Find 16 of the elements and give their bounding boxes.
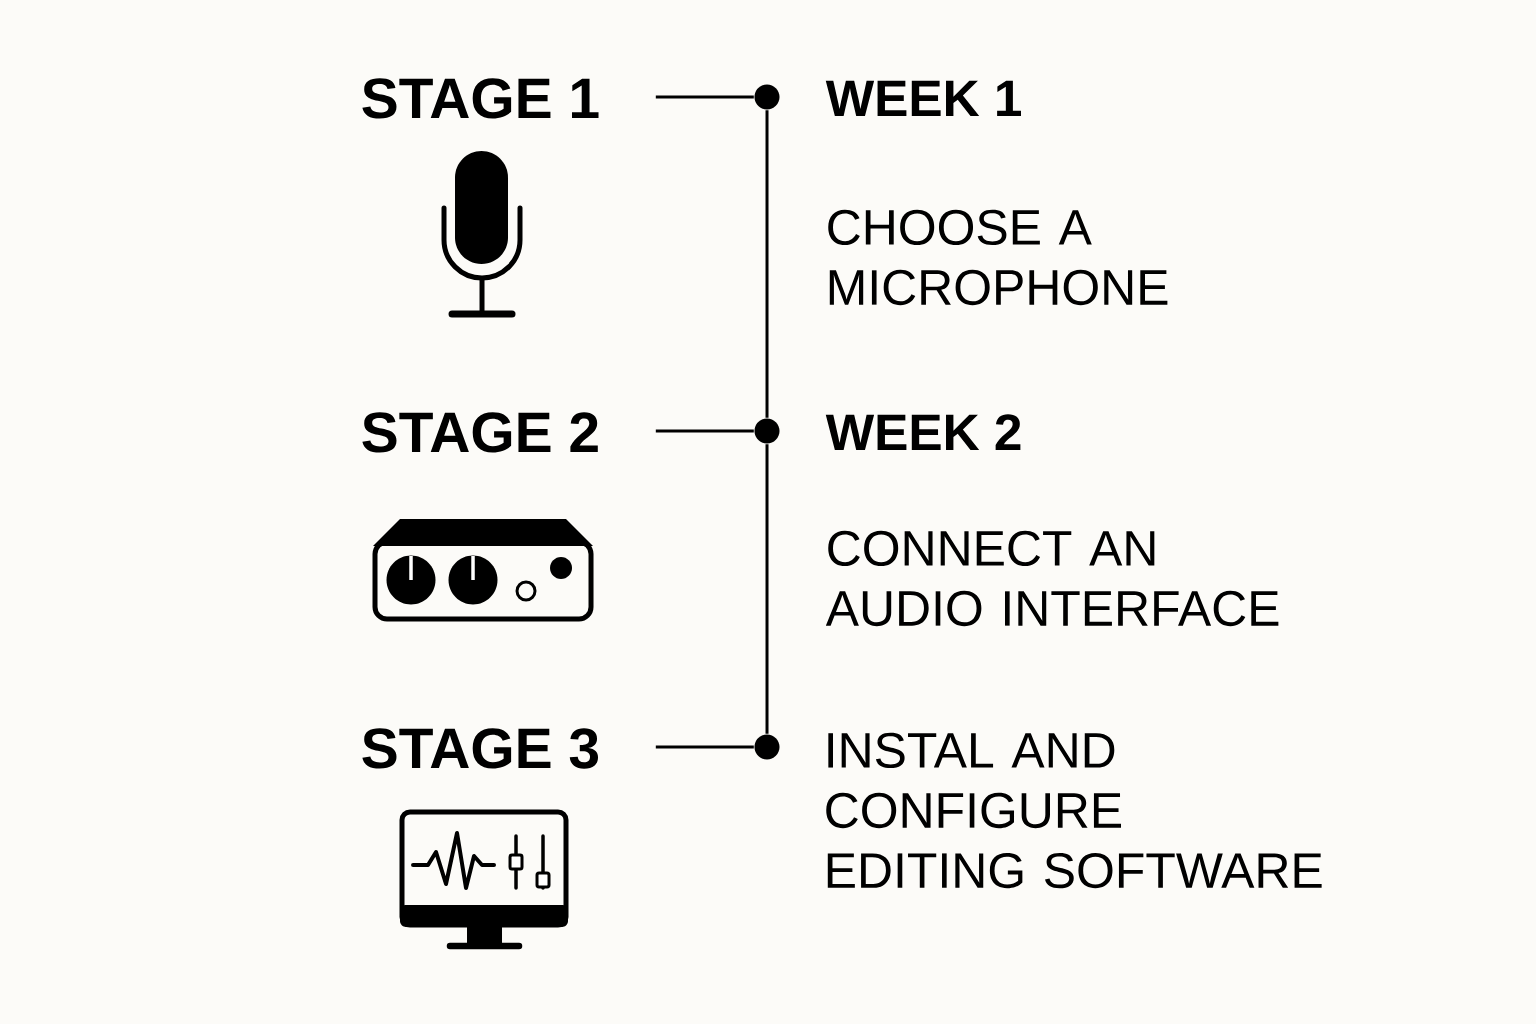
- timeline-line: [765, 110, 769, 418]
- step-description: CONNECT AN AUDIO INTERFACE: [825, 530, 1279, 627]
- stage-label: STAGE 1: [362, 78, 599, 119]
- timeline-dot: [754, 418, 780, 444]
- week-label: WEEK 1: [825, 80, 1021, 116]
- stage-label: STAGE 2: [362, 412, 598, 453]
- timeline-dot: [754, 734, 780, 760]
- stage-label: STAGE 3: [362, 728, 598, 769]
- timeline-line: [765, 444, 769, 734]
- week-label: WEEK 2: [825, 414, 1021, 450]
- connector-line: [655, 429, 754, 433]
- step-description: INSTAL AND CONFIGURE EDITING SOFTWARE: [826, 732, 1322, 889]
- timeline-dot: [754, 84, 780, 110]
- step-description: CHOOSE A MICROPHONE: [828, 209, 1168, 306]
- connector-line: [655, 745, 754, 749]
- connector-line: [655, 95, 754, 99]
